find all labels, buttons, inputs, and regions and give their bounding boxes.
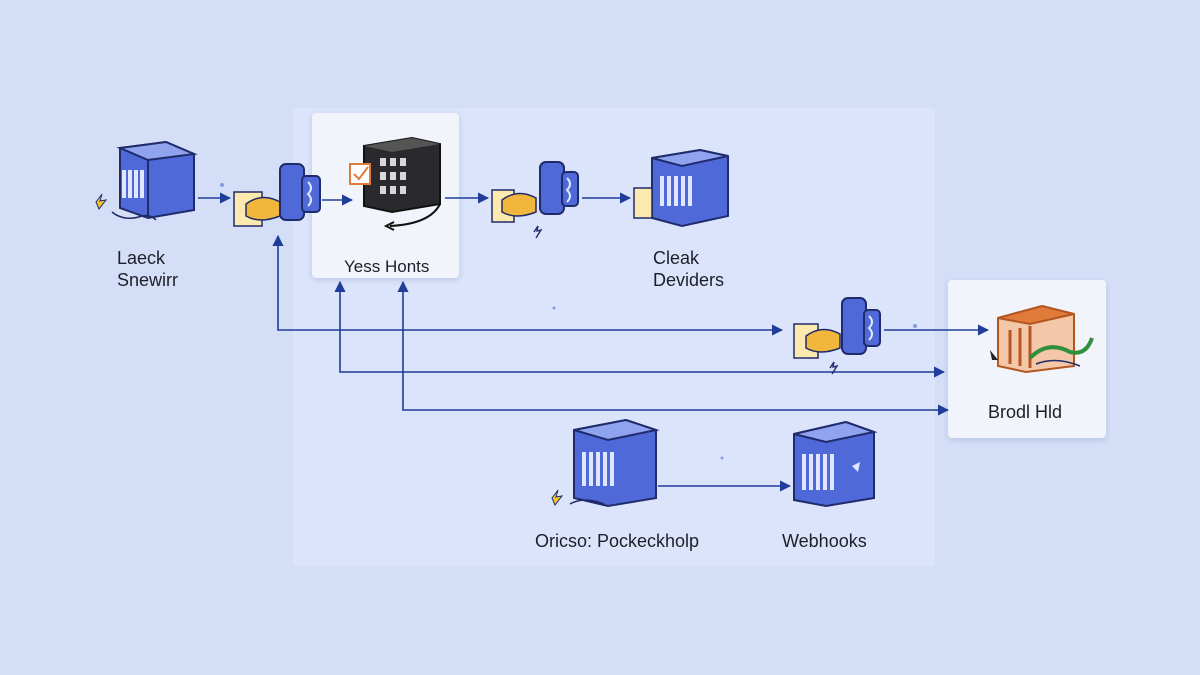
bottom-left-label: Oricso: Pockeckholp (535, 531, 700, 551)
server-icon (551, 418, 660, 508)
handshake-phone-icon (793, 297, 881, 375)
cloud-line1: Cleak (653, 248, 700, 268)
webhooks-label: Webhooks (782, 531, 867, 551)
server-icon (633, 148, 729, 228)
left-server-line2: Snewirr (117, 270, 179, 290)
arrow-bus-lower (397, 280, 950, 416)
handshake-phone-icon (233, 163, 321, 227)
handshake-phone-icon (491, 161, 579, 239)
orange-server-icon (990, 304, 1094, 374)
left-server-line1: Laeck (117, 248, 166, 268)
center-card-label: Yess Honts (344, 257, 430, 276)
dark-server-icon (349, 136, 441, 231)
server-icon (793, 420, 878, 508)
right-card-label: Brodl Hld (988, 402, 1063, 422)
server-icon (95, 140, 198, 221)
cloud-line2: Deviders (653, 270, 725, 290)
